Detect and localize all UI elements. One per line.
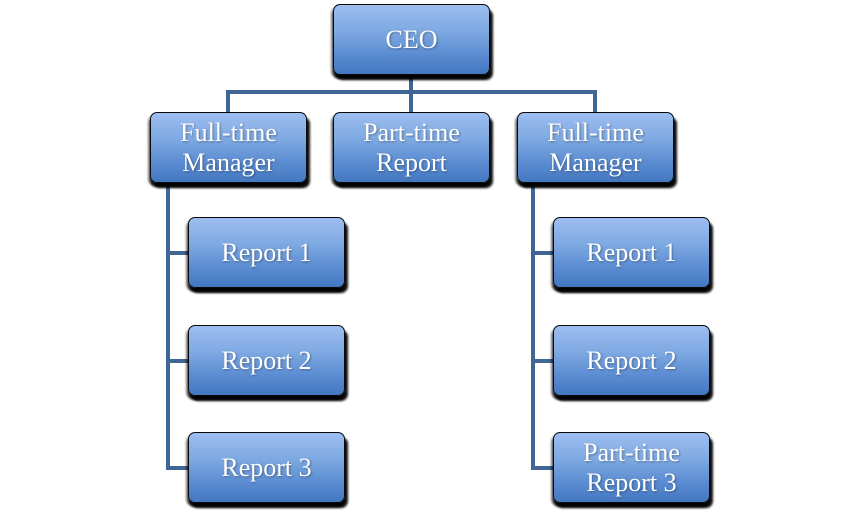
node-right-manager-label: Full-time Manager — [547, 118, 644, 177]
connector-left-report1-stub — [166, 251, 190, 255]
node-right-report-2-label: Report 2 — [586, 345, 677, 375]
connector-left-report3-stub — [166, 466, 190, 470]
node-left-report-2: Report 2 — [188, 325, 345, 396]
node-right-manager: Full-time Manager — [517, 112, 674, 183]
node-left-manager-label: Full-time Manager — [180, 118, 277, 177]
node-left-manager: Full-time Manager — [150, 112, 307, 183]
node-right-report-3-label: Part-time Report 3 — [583, 438, 680, 497]
node-right-report-1: Report 1 — [553, 217, 710, 288]
connector-right-report3-stub — [531, 466, 555, 470]
connector-right-manager-drop — [593, 90, 597, 112]
node-ceo-label: CEO — [385, 24, 438, 54]
connector-right-report2-stub — [531, 359, 555, 363]
connector-right-hanging-rail — [531, 183, 535, 470]
node-left-report-1-label: Report 1 — [221, 237, 312, 267]
node-left-report-3: Report 3 — [188, 432, 345, 503]
node-left-report-2-label: Report 2 — [221, 345, 312, 375]
connector-left-report2-stub — [166, 359, 190, 363]
connector-right-report1-stub — [531, 251, 555, 255]
connector-left-manager-drop — [226, 90, 230, 112]
node-left-report-1: Report 1 — [188, 217, 345, 288]
node-parttime-report-label: Part-time Report — [363, 118, 460, 177]
node-right-report-3: Part-time Report 3 — [553, 432, 710, 503]
node-ceo: CEO — [333, 4, 490, 75]
node-parttime-report: Part-time Report — [333, 112, 490, 183]
node-left-report-3-label: Report 3 — [221, 452, 312, 482]
node-right-report-1-label: Report 1 — [586, 237, 677, 267]
connector-left-hanging-rail — [166, 183, 170, 470]
connector-horizontal-bus — [226, 90, 597, 94]
node-right-report-2: Report 2 — [553, 325, 710, 396]
